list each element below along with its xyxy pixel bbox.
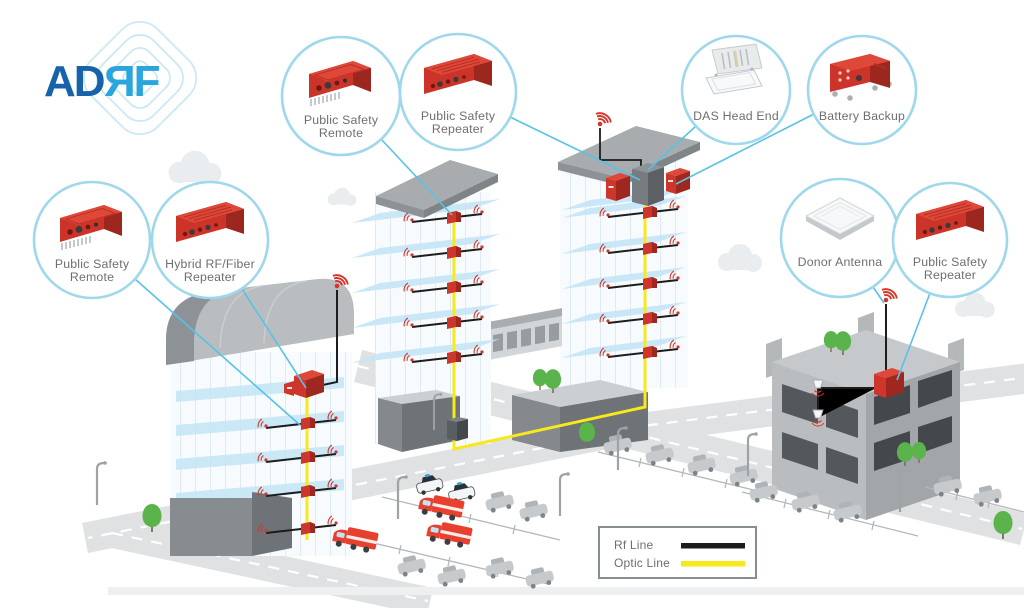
ground-strip [108, 587, 1024, 595]
logo-signal-rings-icon [82, 20, 198, 136]
callout-das-head-end: DAS Head End [680, 34, 792, 146]
parked-car [517, 498, 550, 523]
rooftop-rf-cable [317, 290, 338, 387]
callout-public-safety-remote-top: Public Safety Remote [280, 35, 402, 157]
callout-label: Battery Backup [819, 109, 905, 123]
building-repeater-unit [284, 370, 324, 398]
callout-hybrid-rf-fiber-repeater: Hybrid RF/Fiber Repeater [150, 180, 270, 300]
adrf-logo: AD ЯF [44, 20, 198, 136]
street-lamp [95, 460, 108, 507]
callout-public-safety-repeater-top: Public Safety Repeater [398, 32, 518, 152]
parked-car [435, 563, 468, 588]
legend-rf-swatch [681, 543, 745, 549]
callout-battery-backup: Battery Backup [806, 34, 918, 146]
callout-label: Repeater [432, 122, 484, 136]
arched-roof-building [166, 271, 354, 556]
parked-car [483, 489, 516, 514]
street-props [95, 330, 1024, 590]
parking-garage-building [766, 285, 964, 520]
garage-repeater-unit [874, 368, 904, 398]
callout-label: Donor Antenna [798, 255, 883, 269]
logo-text-rf: ЯF [104, 57, 160, 106]
street-lamp [558, 471, 571, 518]
callout-label: Public Safety [913, 255, 988, 269]
legend-rf-label: Rf Line [614, 538, 654, 552]
callout-label: Remote [70, 270, 114, 284]
callout-label: Repeater [924, 268, 976, 282]
fire-truck [425, 519, 473, 550]
wifi-signal-icon [590, 109, 614, 132]
callout-label: Hybrid RF/Fiber [165, 257, 255, 271]
callouts: Public Safety Remote Public Safety Repea… [32, 32, 1009, 300]
callout-label: Remote [319, 126, 363, 140]
rooftop-rf-cable [599, 128, 642, 168]
callout-public-safety-remote-left: Public Safety Remote [32, 180, 152, 300]
cloud-icon [718, 244, 762, 272]
skybridge [488, 308, 562, 360]
callout-label: Public Safety [421, 109, 496, 123]
logo-text-ad: AD [44, 57, 104, 106]
wifi-signal-icon [876, 285, 900, 308]
legend: Rf Line Optic Line [598, 526, 757, 579]
callout-public-safety-repeater-right: Public Safety Repeater [891, 181, 1009, 299]
parked-car [523, 565, 556, 590]
parked-car [483, 555, 516, 580]
legend-optic-label: Optic Line [614, 556, 670, 570]
cloud-icon [168, 150, 222, 185]
das-head-end-equipment [606, 163, 690, 206]
fiber-junction-box [447, 417, 468, 441]
callout-connectors [134, 113, 931, 426]
cloud-icon [327, 187, 357, 206]
callout-label: Repeater [184, 270, 236, 284]
middle-tower-building [352, 160, 500, 452]
callout-donor-antenna: Donor Antenna [779, 177, 901, 299]
callout-label: DAS Head End [693, 109, 779, 123]
parked-car [395, 553, 428, 578]
callout-label: Public Safety [304, 113, 379, 127]
callout-label: Public Safety [55, 257, 130, 271]
legend-optic-swatch [681, 561, 745, 567]
